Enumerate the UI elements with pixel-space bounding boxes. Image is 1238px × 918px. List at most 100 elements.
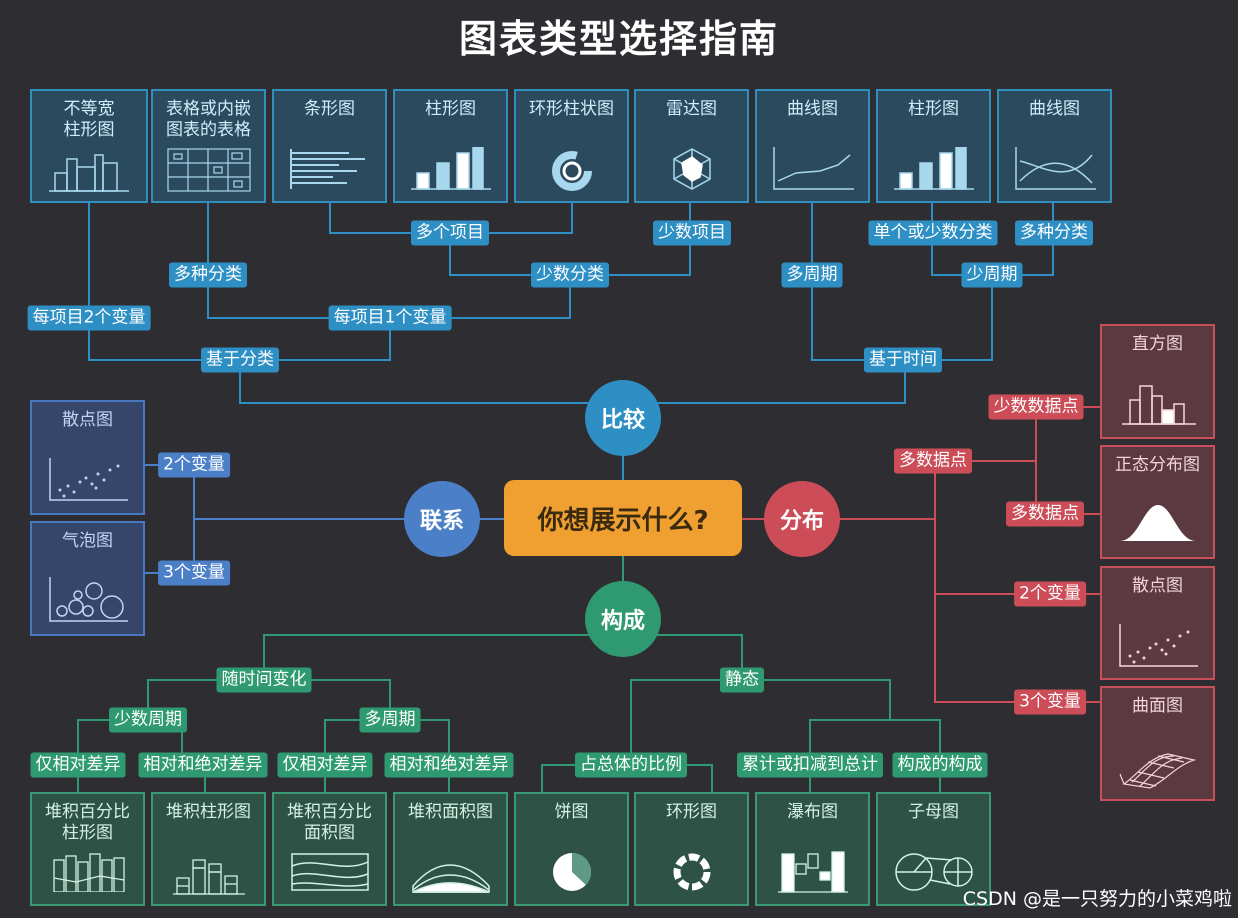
tag-three-variables: 3个变量 bbox=[158, 560, 230, 586]
chart-box-stacked-percent-column[interactable]: 堆积百分比 柱形图 bbox=[30, 792, 145, 906]
chart-box-waterfall[interactable]: 瀑布图 bbox=[755, 792, 870, 906]
tag-three-variables-dist: 3个变量 bbox=[1014, 689, 1086, 715]
hub-distribution[interactable]: 分布 bbox=[764, 481, 840, 557]
chart-box-line-2[interactable]: 曲线图 bbox=[997, 89, 1112, 203]
chart-box-variable-width-column[interactable]: 不等宽 柱形图 bbox=[30, 89, 148, 203]
chart-box-donut[interactable]: 环形图 bbox=[634, 792, 749, 906]
radar-icon bbox=[672, 148, 711, 190]
chart-box-stacked-column[interactable]: 堆积柱形图 bbox=[151, 792, 266, 906]
tag-accumulate-to-total: 累计或扣减到总计 bbox=[737, 752, 883, 778]
radial-bar-icon bbox=[551, 151, 592, 191]
donut-chart-icon bbox=[673, 853, 710, 891]
chart-box-column-2[interactable]: 柱形图 bbox=[876, 89, 991, 203]
box-label: 环形图 bbox=[666, 802, 717, 822]
box-label: 不等宽 柱形图 bbox=[63, 99, 115, 140]
tag-two-variables: 2个变量 bbox=[158, 452, 230, 478]
box-label: 堆积面积图 bbox=[408, 802, 493, 822]
tag-static: 静态 bbox=[720, 667, 764, 693]
chart-box-surface[interactable]: 曲面图 bbox=[1100, 686, 1215, 801]
tag-few-data-points: 少数数据点 bbox=[988, 394, 1084, 420]
hub-composition[interactable]: 构成 bbox=[585, 581, 661, 657]
box-label: 柱形图 bbox=[908, 99, 959, 119]
chart-box-normal-distribution[interactable]: 正态分布图 bbox=[1100, 445, 1215, 559]
box-label: 直方图 bbox=[1132, 334, 1183, 354]
center-question[interactable]: 你想展示什么? bbox=[504, 480, 742, 556]
tag-many-data-points-inner: 多数据点 bbox=[1006, 501, 1084, 527]
chart-box-column-1[interactable]: 柱形图 bbox=[393, 89, 508, 203]
box-label: 子母图 bbox=[908, 802, 959, 822]
chart-box-table-with-charts[interactable]: 表格或内嵌 图表的表格 bbox=[151, 89, 266, 203]
box-label: 柱形图 bbox=[425, 99, 476, 119]
box-label: 曲面图 bbox=[1132, 696, 1183, 716]
tag-by-time: 基于时间 bbox=[864, 347, 942, 373]
multi-line-chart-icon bbox=[1014, 147, 1096, 190]
bubble-icon bbox=[48, 577, 128, 622]
tag-relative-absolute-1: 相对和绝对差异 bbox=[138, 752, 268, 778]
line-chart-icon bbox=[772, 147, 854, 190]
column-chart-icon bbox=[893, 147, 974, 190]
tag-many-items: 多个项目 bbox=[411, 220, 489, 246]
box-label: 条形图 bbox=[304, 99, 355, 119]
chart-box-radial-column[interactable]: 环形柱状图 bbox=[514, 89, 629, 203]
chart-box-stacked-percent-area[interactable]: 堆积百分比 面积图 bbox=[272, 792, 387, 906]
box-label: 瀑布图 bbox=[787, 802, 838, 822]
tag-many-periods-comp: 多周期 bbox=[359, 707, 421, 733]
chart-box-line-1[interactable]: 曲线图 bbox=[755, 89, 870, 203]
tag-many-categories-right: 多种分类 bbox=[1015, 220, 1093, 246]
waterfall-icon bbox=[777, 851, 848, 893]
variable-width-column-icon bbox=[49, 154, 129, 192]
page-title: 图表类型选择指南 bbox=[458, 17, 779, 61]
tag-many-data-points: 多数据点 bbox=[894, 448, 972, 474]
column-chart-icon bbox=[410, 147, 491, 190]
stacked-percent-column-icon bbox=[52, 853, 125, 892]
box-label: 正态分布图 bbox=[1115, 455, 1200, 475]
tag-one-var-per-item: 每项目1个变量 bbox=[328, 305, 452, 331]
box-label: 饼图 bbox=[554, 802, 589, 822]
stacked-column-icon bbox=[172, 859, 245, 895]
chart-box-bar[interactable]: 条形图 bbox=[272, 89, 387, 203]
scatter-icon bbox=[1118, 624, 1198, 667]
box-label: 气泡图 bbox=[62, 531, 113, 551]
tag-few-items: 少数项目 bbox=[653, 220, 731, 246]
stacked-area-icon bbox=[411, 864, 490, 893]
box-label: 曲线图 bbox=[787, 99, 838, 119]
watermark: CSDN @是一只努力的小菜鸡啦 bbox=[962, 888, 1232, 910]
tag-share-of-total: 占总体的比例 bbox=[575, 752, 687, 778]
box-label: 表格或内嵌 图表的表格 bbox=[166, 99, 251, 140]
chart-box-scatter-relation[interactable]: 散点图 bbox=[30, 400, 145, 515]
chart-box-pie[interactable]: 饼图 bbox=[514, 792, 629, 906]
box-label: 堆积百分比 柱形图 bbox=[45, 802, 130, 843]
tag-few-periods: 少周期 bbox=[961, 262, 1023, 288]
hub-relation[interactable]: 联系 bbox=[404, 481, 480, 557]
chart-box-scatter-distribution[interactable]: 散点图 bbox=[1100, 566, 1215, 680]
scatter-icon bbox=[48, 458, 128, 501]
chart-box-pie-of-pie[interactable]: 子母图 bbox=[876, 792, 991, 906]
box-label: 环形柱状图 bbox=[529, 99, 614, 119]
pie-of-pie-icon bbox=[894, 853, 973, 891]
tag-single-or-few-categories: 单个或少数分类 bbox=[868, 220, 998, 246]
histogram-icon bbox=[1121, 385, 1196, 425]
pie-chart-icon bbox=[552, 852, 591, 891]
box-label: 堆积百分比 面积图 bbox=[287, 802, 372, 843]
table-icon bbox=[166, 148, 251, 192]
box-label: 曲线图 bbox=[1029, 99, 1080, 119]
tag-relative-only-1: 仅相对差异 bbox=[30, 752, 126, 778]
bell-curve-icon bbox=[1119, 505, 1196, 541]
box-label: 雷达图 bbox=[666, 99, 717, 119]
tag-two-variables-dist: 2个变量 bbox=[1014, 581, 1086, 607]
surface-chart-icon bbox=[1118, 753, 1196, 789]
chart-box-bubble[interactable]: 气泡图 bbox=[30, 521, 145, 636]
tag-two-vars-per-item: 每项目2个变量 bbox=[27, 305, 151, 331]
tag-by-category: 基于分类 bbox=[201, 347, 279, 373]
chart-box-stacked-area[interactable]: 堆积面积图 bbox=[393, 792, 508, 906]
tag-many-categories-left: 多种分类 bbox=[169, 262, 247, 288]
chart-box-radar[interactable]: 雷达图 bbox=[634, 89, 749, 203]
hub-compare[interactable]: 比较 bbox=[585, 380, 661, 456]
tag-relative-absolute-2: 相对和绝对差异 bbox=[384, 752, 514, 778]
box-label: 堆积柱形图 bbox=[166, 802, 251, 822]
chart-box-histogram[interactable]: 直方图 bbox=[1100, 324, 1215, 439]
tag-few-categories: 少数分类 bbox=[531, 262, 609, 288]
stacked-percent-area-icon bbox=[290, 853, 369, 891]
tag-many-periods: 多周期 bbox=[781, 262, 843, 288]
tag-over-time: 随时间变化 bbox=[216, 667, 312, 693]
